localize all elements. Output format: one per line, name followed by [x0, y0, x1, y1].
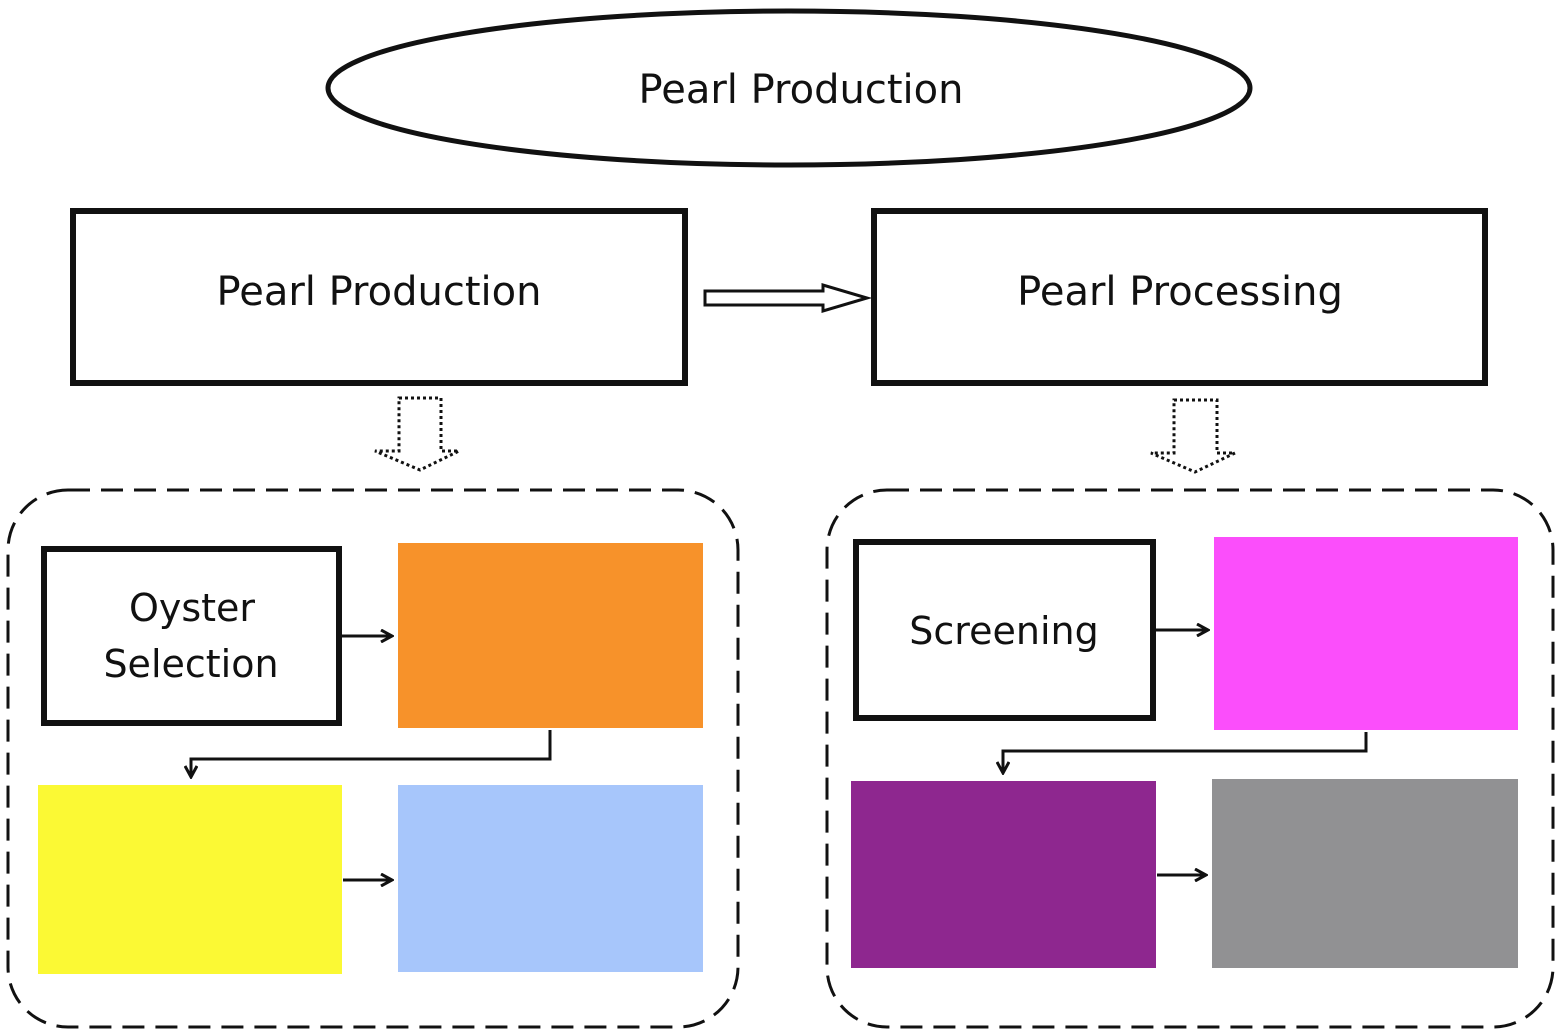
production-step-yellow [38, 785, 342, 974]
production-step-orange [398, 543, 703, 728]
processing-step-gray [1212, 779, 1518, 968]
oyster-selection-label-line2: Selection [103, 642, 278, 686]
production-stage-label: Pearl Production [217, 269, 542, 315]
production-step-lightblue [398, 785, 703, 972]
production-stage-box: Pearl Production [70, 208, 688, 386]
screening-label: Screening [909, 609, 1098, 653]
oyster-selection-label-line1: Oyster [129, 586, 255, 630]
processing-stage-label: Pearl Processing [1017, 269, 1343, 315]
processing-step-purple [851, 781, 1156, 968]
production-down-arrow [374, 396, 460, 472]
title-label: Pearl Production [639, 67, 964, 113]
processing-connector-2 [1003, 732, 1368, 773]
screening-box: Screening [853, 539, 1156, 721]
oyster-selection-box: Oyster Selection [41, 546, 342, 726]
processing-stage-box: Pearl Processing [871, 208, 1488, 386]
title-node: Pearl Production [325, 8, 1253, 168]
processing-step-magenta [1214, 537, 1518, 730]
production-steps-group [6, 488, 740, 1029]
processing-down-arrow [1150, 398, 1236, 474]
stage-flow-arrow [703, 282, 873, 314]
processing-steps-group [825, 488, 1555, 1029]
production-connector-2 [191, 730, 552, 777]
